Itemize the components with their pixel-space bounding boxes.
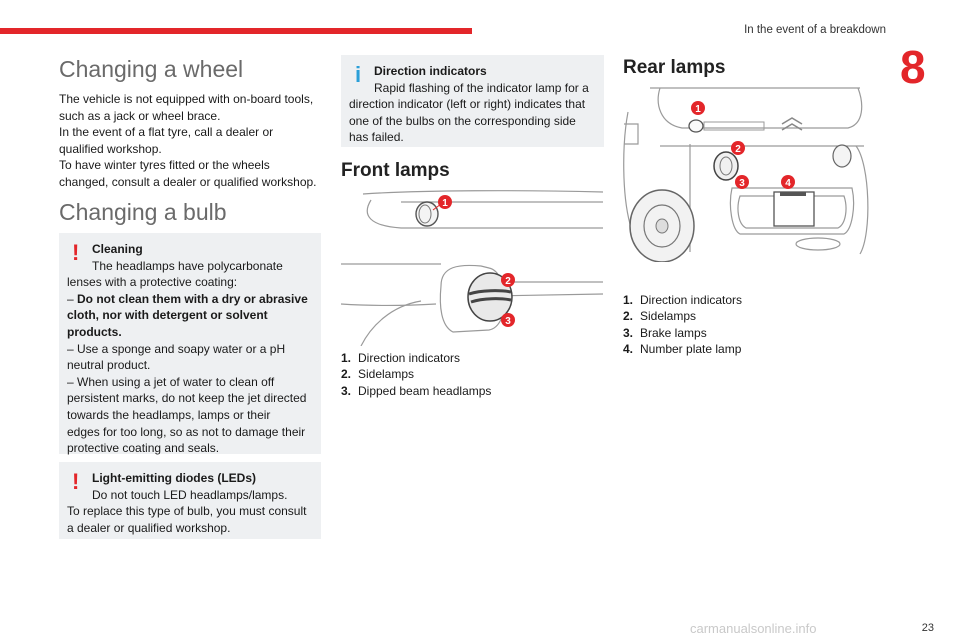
rear-lamps-heading: Rear lamps — [623, 57, 726, 78]
cleaning-text: persistent marks, do not keep the jet di… — [67, 391, 307, 406]
page-number: 23 — [921, 622, 934, 634]
led-text: To replace this type of bulb, you must c… — [67, 504, 307, 519]
cleaning-bold: cloth, nor with detergent or solvent — [67, 307, 313, 324]
indicator-label: Direction indicators — [374, 64, 487, 78]
item-number: 2. — [341, 367, 352, 382]
rear-lamp-cluster — [713, 151, 739, 181]
item-text: Dipped beam headlamps — [358, 383, 492, 398]
front-lamps-section: Front lamps — [341, 160, 450, 182]
front-lamps-heading: Front lamps — [341, 160, 450, 181]
bold-text: cloth, nor with detergent or solvent — [67, 308, 268, 323]
cleaning-bold: products. — [67, 324, 313, 341]
item-text: Direction indicators — [640, 293, 743, 307]
led-text: Do not touch LED headlamps/lamps. — [92, 487, 288, 502]
callout-3: 3 — [735, 175, 749, 189]
changing-bulb-heading: Changing a bulb — [59, 199, 227, 225]
list-item: 3. Brake lamps — [623, 325, 742, 341]
changing-wheel-section: Changing a wheel The vehicle is not equi… — [59, 56, 324, 191]
callout-1: 1 — [432, 195, 452, 211]
changing-bulb-section: Changing a bulb — [59, 199, 324, 226]
led-text: a dealer or qualified workshop. — [67, 520, 231, 535]
wheel-line: such as a jack or wheel brace. — [59, 108, 221, 123]
item-number: 2. — [623, 309, 634, 324]
item-number: 3. — [341, 383, 352, 398]
list-item: 1. Direction indicators — [623, 292, 742, 308]
item-text: Sidelamps — [640, 309, 697, 324]
cleaning-text: protective coating and seals. — [67, 441, 220, 456]
brand-chevron-logo — [781, 117, 803, 131]
cleaning-text: lenses with a protective coating: — [67, 275, 238, 290]
item-number: 1. — [341, 351, 352, 365]
warning-icon: ! — [72, 469, 80, 494]
cleaning-text: The headlamps have polycarbonate — [92, 258, 283, 273]
indicator-info-box: i Direction indicators Rapid flashing of… — [341, 55, 604, 147]
cleaning-bold: – Do not clean them with a dry or abrasi… — [67, 291, 313, 308]
info-icon: i — [355, 62, 362, 87]
direction-indicator-lamp — [415, 201, 439, 227]
cleaning-text: – Use a sponge and soapy water or a pH — [67, 341, 286, 356]
item-number: 3. — [623, 325, 634, 340]
indicator-text: direction indicator (left or right) indi… — [349, 97, 586, 112]
list-item: 3. Dipped beam headlamps — [341, 383, 491, 399]
front-lamps-list: 1. Direction indicators 2. Sidelamps 3. Dip… — [341, 350, 491, 399]
cleaning-label: Cleaning — [92, 242, 143, 256]
callout-3: 3 — [501, 313, 515, 327]
cleaning-text: – When using a jet of water to clean off — [67, 374, 275, 389]
callout-2: 2 — [731, 141, 745, 155]
watermark: carmanualsonline.info — [690, 621, 817, 636]
wheel-line: changed, consult a dealer or qualified w… — [59, 174, 317, 189]
cleaning-text: towards the headlamps, lamps or their — [67, 407, 271, 422]
warning-icon: ! — [72, 240, 80, 265]
item-text: Sidelamps — [358, 367, 415, 382]
callout-1: 1 — [691, 101, 705, 115]
item-text: Direction indicators — [358, 351, 461, 365]
led-warning-box: ! Light-emitting diodes (LEDs) Do not to… — [59, 462, 321, 539]
cleaning-text: edges for too long, so as not to damage … — [67, 424, 306, 439]
led-label: Light-emitting diodes (LEDs) — [92, 471, 256, 485]
headlamp-unit — [467, 272, 513, 322]
wheel-line: In the event of a flat tyre, call a deal… — [59, 125, 274, 140]
svg-text:2: 2 — [505, 276, 511, 287]
cleaning-warning-box: ! Cleaning The headlamps have polycarbon… — [59, 233, 321, 456]
changing-wheel-heading: Changing a wheel — [59, 56, 244, 82]
wheel-line: The vehicle is not equipped with on-boar… — [59, 92, 314, 106]
list-item: 4. Number plate lamp — [623, 341, 742, 357]
callout-2: 2 — [501, 273, 515, 287]
list-item: 1. Direction indicators — [341, 350, 491, 366]
chapter-number: 8 — [900, 41, 926, 93]
rear-lamps-section: Rear lamps — [623, 57, 725, 79]
item-text: Number plate lamp — [640, 342, 742, 357]
number-plate — [773, 191, 815, 227]
rear-lamps-illustration: 1 2 3 4 — [623, 87, 869, 262]
svg-text:3: 3 — [505, 316, 511, 327]
indicator-text: has failed. — [349, 130, 404, 145]
svg-text:3: 3 — [739, 178, 745, 189]
cleaning-text: neutral product. — [67, 358, 151, 373]
item-number: 4. — [623, 342, 634, 357]
svg-text:4: 4 — [785, 178, 791, 189]
svg-text:1: 1 — [695, 104, 701, 115]
svg-text:1: 1 — [442, 198, 448, 209]
section-title: In the event of a breakdown — [744, 24, 886, 36]
rear-lamps-list: 1. Direction indicators 2. Sidelamps 3. Bra… — [623, 292, 742, 358]
direction-indicator-lamp — [688, 119, 704, 133]
bold-text: products. — [67, 324, 122, 339]
front-lamps-illustration: 1 2 3 — [341, 190, 603, 346]
callout-4: 4 — [781, 175, 795, 189]
bold-text: Do not clean them with a dry or abrasive — [77, 291, 308, 306]
indicator-text: Rapid flashing of the indicator lamp for… — [374, 80, 589, 95]
list-item: 2. Sidelamps — [623, 308, 742, 324]
item-text: Brake lamps — [640, 325, 707, 340]
list-item: 2. Sidelamps — [341, 366, 491, 382]
wheel-line: To have winter tyres fitted or the wheel… — [59, 158, 270, 173]
indicator-text: one of the bulbs on the corresponding si… — [349, 113, 576, 128]
item-number: 1. — [623, 293, 634, 307]
header-accent-bar — [0, 28, 472, 34]
dash: – — [67, 291, 78, 306]
svg-text:2: 2 — [735, 144, 741, 155]
wheel-line: qualified workshop. — [59, 141, 162, 156]
